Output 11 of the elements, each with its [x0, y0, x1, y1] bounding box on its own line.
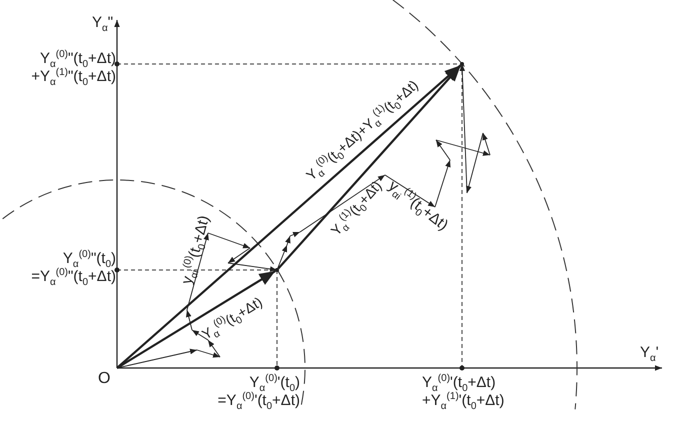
vector-end-point: [460, 62, 464, 66]
origin-label: O: [98, 371, 112, 389]
vector-end-point: [275, 268, 279, 272]
vector-arrow: [116, 64, 462, 369]
axis-label: Y$_{α}$': [640, 344, 659, 362]
coordinate-label: Y$_{α}$$^{(0)}$'(t$_{0}$+Δt) +Y$_{α}$$^{(1)}$'(t$_{0}$+Δt): [422, 374, 504, 410]
vector-arrow: [116, 270, 276, 369]
coordinate-label: Y$_{α}$$^{(0)}$'(t$_{0}$) =Y$_{α}$$^{(0)}$'(t$_{0}$+Δt): [218, 374, 300, 410]
coordinate-label: Y$_{α}$$^{(0)}$"(t$_{0}$) =Y$_{α}$$^{(0)}$"(t$_{0}$+Δt): [31, 250, 116, 286]
axis-label: Y$_{α}$": [92, 14, 114, 32]
coordinate-label: Y$_{α}$$^{(0)}$"(t$_{0}$+Δt) +Y$_{α}$$^{(1)}$"(t$_{0}$+Δt): [31, 50, 116, 86]
